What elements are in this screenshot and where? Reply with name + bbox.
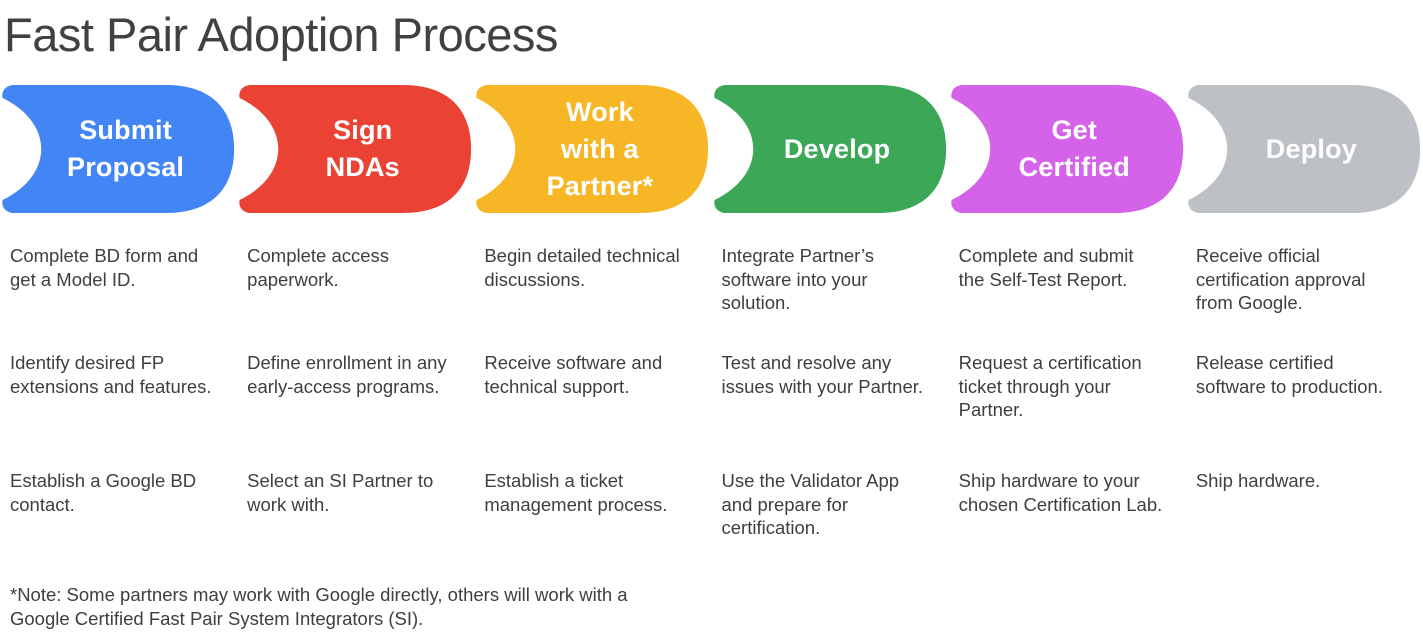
step-text: Integrate Partner’s software into your s…: [721, 245, 875, 313]
step-text: Test and resolve any issues with your Pa…: [721, 352, 924, 397]
flow-chevron-shape: [950, 85, 1183, 213]
process-flow: Submit Proposal Complete BD form and get…: [0, 85, 1423, 544]
stage-label: Deploy: [1265, 133, 1358, 164]
step-text: Complete BD form and get a Model ID.: [10, 245, 199, 290]
stage-steps: Begin detailed technical discussions. Re…: [474, 244, 711, 544]
stage-get-certified: Get Certified Complete and submit the Se…: [949, 85, 1186, 544]
stage-banner-deploy: Deploy: [1186, 85, 1423, 213]
stage-banner-develop: Develop: [712, 85, 949, 213]
flow-chevron-shape: [239, 85, 472, 213]
stage-work-with-partner: Work with a Partner* Begin detailed tech…: [474, 85, 711, 544]
stage-submit-proposal: Submit Proposal Complete BD form and get…: [0, 85, 237, 544]
flow-chevron-path: [2, 85, 235, 213]
page-title: Fast Pair Adoption Process: [4, 8, 558, 61]
step-text: Receive official certification approval …: [1195, 245, 1366, 313]
flow-chevron-path: [1188, 85, 1420, 213]
stage-banner-submit-proposal: Submit Proposal: [0, 85, 237, 213]
step-text: Receive software and technical support.: [484, 352, 663, 397]
flow-chevron-path: [713, 85, 946, 213]
footnote: *Note: Some partners may work with Googl…: [10, 584, 628, 629]
flow-chevron-shape: [476, 85, 709, 213]
stage-banner-get-certified: Get Certified: [949, 85, 1186, 213]
stage-sign-ndas: Sign NDAs Complete access paperwork. Def…: [237, 85, 474, 544]
stage-steps: Complete access paperwork. Define enroll…: [237, 244, 474, 544]
step-text: Complete and submit the Self-Test Report…: [958, 245, 1134, 290]
step-text: Identify desired FP extensions and featu…: [10, 352, 212, 397]
step-text: Ship hardware to your chosen Certificati…: [958, 470, 1163, 515]
step-text: Use the Validator App and prepare for ce…: [721, 470, 900, 538]
flow-chevron-path: [950, 85, 1183, 213]
stage-label: Work with a Partner*: [546, 96, 654, 201]
stage-label: Develop: [783, 133, 891, 164]
stage-banner-sign-ndas: Sign NDAs: [237, 85, 474, 213]
stage-banner-work-with-partner: Work with a Partner*: [474, 85, 711, 213]
step-text: Establish a ticket management process.: [484, 470, 668, 515]
stage-label: Sign NDAs: [325, 115, 400, 182]
stage-steps: Receive official certification approval …: [1186, 244, 1423, 544]
step-text: Establish a Google BD contact.: [10, 470, 197, 515]
step-text: Complete access paperwork.: [247, 245, 390, 290]
step-text: Select an SI Partner to work with.: [247, 470, 434, 515]
flow-chevron-shape: [1188, 85, 1420, 213]
step-text: Ship hardware.: [1195, 470, 1321, 491]
step-text: Define enrollment in any early-access pr…: [247, 352, 447, 397]
step-text: Request a certification ticket through y…: [958, 352, 1142, 420]
stage-label: Submit Proposal: [67, 115, 185, 182]
flow-chevron-shape: [2, 85, 235, 213]
stage-develop: Develop Integrate Partner’s software int…: [712, 85, 949, 544]
step-text: Begin detailed technical discussions.: [484, 245, 680, 290]
stage-steps: Integrate Partner’s software into your s…: [712, 244, 949, 544]
step-text: Release certified software to production…: [1195, 352, 1383, 397]
flow-chevron-path: [476, 85, 709, 213]
flow-chevron-shape: [713, 85, 946, 213]
stage-deploy: Deploy Receive official certification ap…: [1186, 85, 1423, 544]
flow-chevron-path: [239, 85, 472, 213]
stage-steps: Complete BD form and get a Model ID. Ide…: [0, 244, 237, 544]
stage-steps: Complete and submit the Self-Test Report…: [949, 244, 1186, 544]
stage-label: Get Certified: [1018, 115, 1130, 182]
